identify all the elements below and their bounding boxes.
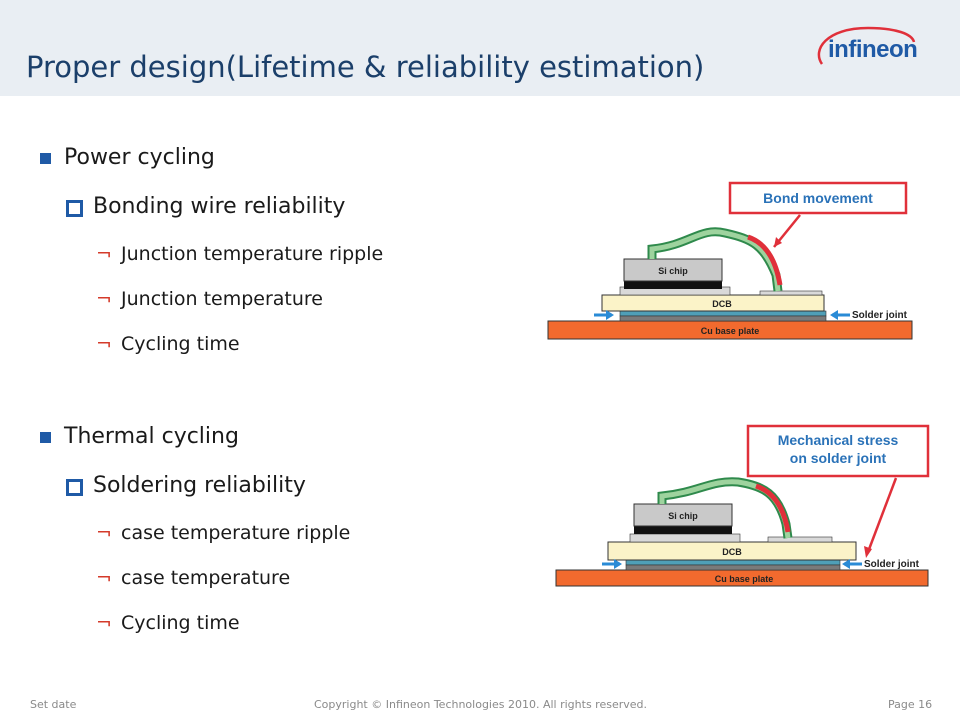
negation-bullet-icon: ¬	[96, 567, 112, 589]
hollow-square-icon	[66, 200, 83, 217]
title-bar: Proper design(Lifetime & reliability est…	[0, 0, 960, 96]
callout-text-line1: Mechanical stress	[778, 432, 899, 448]
logo-swoosh-icon	[817, 26, 916, 65]
list-item: Junction temperature ripple	[121, 243, 384, 265]
footer-date: Set date	[30, 698, 77, 711]
subsection-label: Soldering reliability	[93, 473, 306, 498]
logo-text: infineon	[828, 36, 918, 63]
chip-label: Si chip	[668, 511, 698, 521]
mechanical-stress-diagram: Mechanical stress on solder joint Cu bas…	[555, 424, 930, 587]
base-label: Cu base plate	[701, 326, 760, 336]
callout-arrow	[866, 477, 898, 553]
callout-text-line2: on solder joint	[790, 450, 887, 466]
solder-label: Solder joint	[852, 310, 908, 321]
hollow-square-icon	[66, 479, 83, 496]
dcb-label: DCB	[722, 547, 742, 557]
negation-bullet-icon: ¬	[96, 522, 112, 544]
bond-movement-diagram: Bond movement Cu base plate DCB Si chip …	[547, 181, 913, 340]
negation-bullet-icon: ¬	[96, 243, 112, 265]
solder-label: Solder joint	[864, 559, 920, 570]
negation-bullet-icon: ¬	[96, 612, 112, 634]
page-title: Proper design(Lifetime & reliability est…	[26, 50, 705, 84]
footer-page-number: Page 16	[888, 698, 933, 711]
negation-bullet-icon: ¬	[96, 333, 112, 355]
base-label: Cu base plate	[715, 574, 774, 584]
callout-box	[746, 424, 930, 478]
negation-bullet-icon: ¬	[96, 288, 112, 310]
subsection-label: Bonding wire reliability	[93, 194, 346, 219]
si-chip	[623, 258, 723, 282]
list-item: case temperature ripple	[121, 522, 351, 544]
list-item: Junction temperature	[121, 288, 323, 310]
section-label: Power cycling	[64, 145, 215, 170]
callout-box	[728, 181, 908, 215]
dcb-label: DCB	[712, 299, 732, 309]
section-label: Thermal cycling	[64, 424, 239, 449]
chip-label: Si chip	[658, 266, 688, 276]
infineon-logo: infineon	[808, 20, 918, 76]
bullet-square-icon	[40, 153, 51, 164]
list-item: Cycling time	[121, 612, 240, 634]
bullet-square-icon	[40, 432, 51, 443]
list-item: Cycling time	[121, 333, 240, 355]
callout-text: Bond movement	[763, 190, 873, 206]
list-item: case temperature	[121, 567, 291, 589]
si-chip	[633, 503, 733, 527]
footer-copyright: Copyright © Infineon Technologies 2010. …	[314, 698, 648, 711]
